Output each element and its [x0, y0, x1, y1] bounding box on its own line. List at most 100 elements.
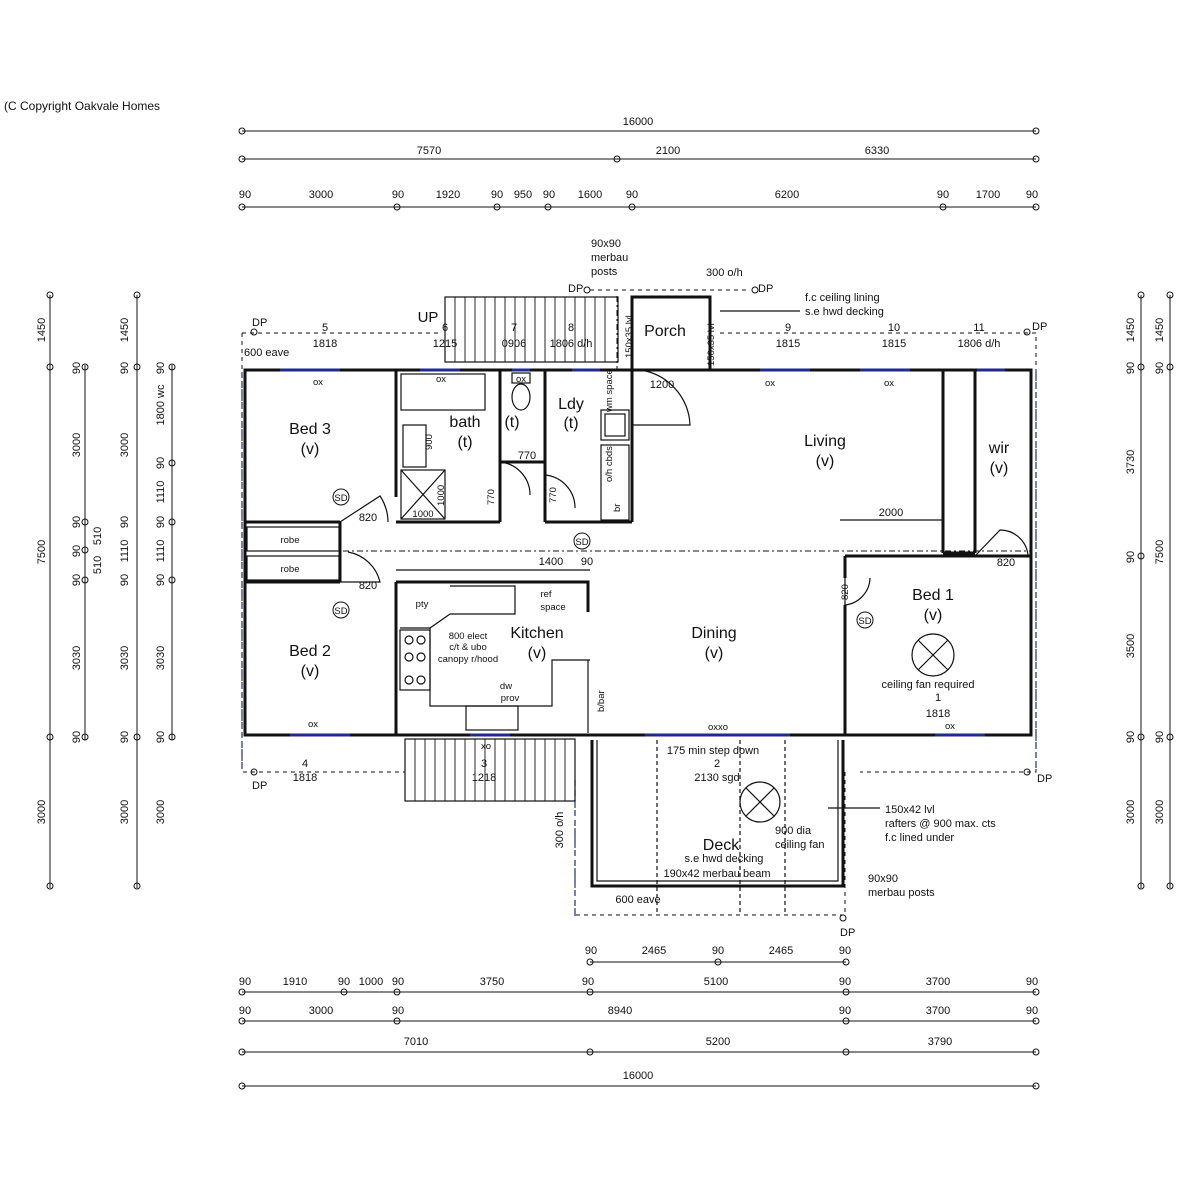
bot-r2-4: 90 [839, 1005, 851, 1017]
sd-label: SD [575, 537, 588, 548]
dw-prov-1: dw [500, 681, 512, 692]
window-ox-label: ox [945, 721, 955, 732]
bot-r1-4: 90 [392, 976, 404, 988]
top-dim-r3-5: 950 [514, 189, 532, 201]
top-dim-7570: 7570 [417, 145, 441, 157]
window-7-num: 7 [511, 322, 517, 334]
annotations: UP 600 eave 90x90 merbau posts 300 o/h f… [244, 238, 1015, 906]
top-dimension-lines: 16000 7570 2100 6330 90 3000 90 1920 90 … [238, 116, 1040, 211]
downpipe-markers [250, 286, 1031, 922]
room-porch-name: Porch [644, 323, 686, 340]
left-dimension-lines: 1450 7500 3000 90 3000 90 90 90 3030 90 … [36, 291, 176, 890]
smoke-detector-icon [332, 488, 350, 506]
bot-r2-1: 3000 [309, 1005, 333, 1017]
left-c4-1: 90 [119, 362, 131, 374]
bot-r3-0: 7010 [404, 1036, 428, 1048]
room-wc-tag: (t) [504, 414, 519, 431]
cooktop-note-1: 800 elect [449, 631, 488, 642]
right-c1-1: 90 [1125, 362, 1137, 374]
bot-r2-2: 90 [392, 1005, 404, 1017]
bot-r2-5: 3700 [926, 1005, 950, 1017]
bot-r3-2: 3790 [928, 1036, 952, 1048]
window-4-size: 1818 [293, 772, 317, 784]
pantry-label: pty [416, 599, 429, 610]
left-c4-6: 3030 [119, 646, 131, 670]
left-c4-3: 90 [119, 516, 131, 528]
window-ox-label: ox [884, 378, 894, 389]
left-dim-7500: 7500 [36, 540, 48, 564]
left-c5-1: 1800 wc [155, 384, 167, 425]
left-c5-5: 1110 [155, 540, 167, 563]
breakfast-bar-label: b/bar [596, 690, 607, 712]
window-ox-label: ox [308, 719, 318, 730]
door-1200-label: 1200 [650, 379, 674, 391]
bot-r3-1: 5200 [706, 1036, 730, 1048]
door-770-bath: 770 [486, 489, 497, 505]
room-kitchen-tag: (v) [528, 645, 547, 662]
window-5-size: 1818 [313, 338, 337, 350]
door-770-ldy: 770 [548, 487, 559, 503]
deck-ceiling-fan-icon [739, 781, 781, 823]
window-labels-bottom: 4 1818 3 1218 2 2130 sgd 1 1818 [293, 692, 950, 784]
room-bed3-name: Bed 3 [289, 421, 331, 438]
right-c2-1: 90 [1154, 362, 1166, 374]
window-1-size: 1818 [926, 708, 950, 720]
room-wir-tag: (v) [990, 460, 1009, 477]
eave-600-label: 600 eave [244, 347, 289, 359]
window-ox-label: ox [516, 374, 526, 385]
lvl-note-right: 150x35 lvl [706, 323, 717, 366]
ceiling-note-2: s.e hwd decking [805, 306, 884, 318]
right-c1-0: 1450 [1125, 318, 1137, 342]
door-820-bed2: 820 [359, 580, 377, 592]
left-c4-8: 3000 [119, 800, 131, 824]
robe-label-1: robe [280, 535, 299, 546]
posts-note-1: 90x90 [591, 238, 621, 250]
window-9-size: 1815 [776, 338, 800, 350]
lvl-note-left: 150x35 lvl [624, 315, 635, 358]
room-deck-name: Deck [703, 837, 740, 854]
bot-r2-0: 90 [239, 1005, 251, 1017]
right-c2-3: 90 [1154, 731, 1166, 743]
room-kitchen-name: Kitchen [510, 625, 563, 642]
left-c2-2: 90 [71, 516, 83, 528]
right-c1-6: 3000 [1125, 800, 1137, 824]
left-c5-7: 3030 [155, 646, 167, 670]
top-dim-r3-6: 90 [543, 189, 555, 201]
smoke-detector-icon [856, 611, 874, 629]
window-markers [280, 368, 1005, 737]
dim-1400: 1400 [539, 556, 563, 568]
bot-r1-10: 90 [1026, 976, 1038, 988]
top-dim-r3-11: 1700 [976, 189, 1000, 201]
door-820-bed3: 820 [359, 512, 377, 524]
dp-label-4: DP [1037, 773, 1052, 785]
dp-label-6: DP [758, 283, 773, 295]
deck-outline [590, 740, 845, 915]
right-dimension-lines: 1450 90 3730 90 3500 90 3000 1450 90 750… [1125, 291, 1174, 890]
top-dim-r3-2: 90 [392, 189, 404, 201]
window-ox-label: ox [313, 377, 323, 388]
window-9-num: 9 [785, 322, 791, 334]
deck-eave-label: 600 eave [615, 894, 660, 906]
robe-label-2: robe [280, 564, 299, 575]
room-bed2-tag: (v) [301, 663, 320, 680]
bot-r1-2: 90 [338, 976, 350, 988]
room-living-tag: (v) [816, 453, 835, 470]
door-820-bed1: 820 [840, 584, 851, 600]
left-c5-8: 90 [155, 731, 167, 743]
top-dim-r3-7: 1600 [578, 189, 602, 201]
deck-note-2: 190x42 merbau beam [663, 868, 770, 880]
window-11-size: 1806 d/h [958, 338, 1001, 350]
top-dim-6330: 6330 [865, 145, 889, 157]
window-11-num: 11 [973, 322, 984, 334]
eave-lines [241, 289, 1037, 918]
door-770-wc: 770 [518, 450, 536, 462]
top-dim-r3-12: 90 [1026, 189, 1038, 201]
top-dim-r3-9: 6200 [775, 189, 799, 201]
window-10-size: 1815 [882, 338, 906, 350]
smoke-detector-icon [573, 532, 591, 550]
left-c2-3: 90 [71, 545, 83, 557]
bot-r1-0: 90 [239, 976, 251, 988]
deck-dim-1: 2465 [642, 945, 666, 957]
rafter-note-2: rafters @ 900 max. cts [885, 818, 996, 830]
smoke-detector-icons [332, 488, 874, 629]
